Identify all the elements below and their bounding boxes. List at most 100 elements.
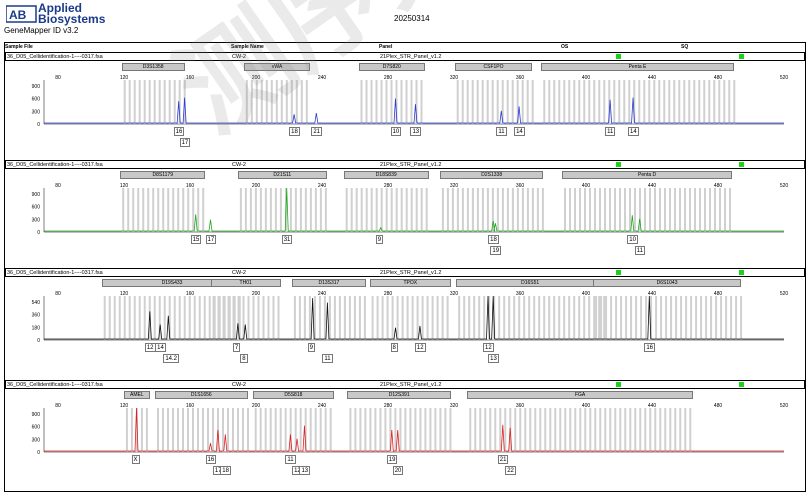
marker-d2s1338[interactable]: D2S1338 <box>439 171 544 179</box>
allele-label[interactable]: 9 <box>375 235 384 244</box>
allele-label[interactable]: 14.2 <box>163 354 179 363</box>
allele-label[interactable]: 17 <box>205 235 217 244</box>
marker-d16s51[interactable]: D16S51 <box>456 279 605 287</box>
allele-bin <box>614 188 616 232</box>
allele-label[interactable]: 8 <box>240 354 248 363</box>
allele-bin <box>207 408 209 452</box>
allele-label[interactable]: 18 <box>488 235 499 244</box>
marker-d21s11[interactable]: D21S11 <box>237 171 327 179</box>
marker-tpox[interactable]: TPOX <box>369 279 451 287</box>
marker-d18s839[interactable]: D18S839 <box>343 171 429 179</box>
allele-label[interactable]: 7 <box>232 343 241 352</box>
allele-label[interactable]: 8 <box>390 343 398 352</box>
allele-bin <box>688 80 691 124</box>
marker-d1s1656[interactable]: D1S1656 <box>155 391 248 399</box>
marker-penta d[interactable]: Penta D <box>562 171 733 179</box>
allele-bin <box>629 188 631 232</box>
allele-bin <box>669 408 672 452</box>
allele-bin <box>338 296 341 340</box>
applied-biosystems-logo-icon: AB <box>6 5 37 23</box>
allele-label[interactable]: 11 <box>285 455 296 464</box>
marker-penta e[interactable]: Penta E <box>541 63 734 71</box>
x-tick-label: 120 <box>120 291 129 297</box>
allele-bin <box>138 80 141 124</box>
allele-bin <box>563 296 566 340</box>
allele-bin <box>305 80 308 124</box>
allele-label[interactable]: 21 <box>497 455 509 464</box>
allele-label[interactable]: X <box>131 455 140 464</box>
allele-label[interactable]: 18 <box>289 127 300 136</box>
allele-bin <box>543 80 546 124</box>
allele-bin <box>476 188 479 232</box>
marker-d12s391[interactable]: D12S391 <box>347 391 451 399</box>
allele-bin <box>152 188 155 232</box>
allele-label[interactable]: 10 <box>627 235 638 244</box>
allele-label[interactable]: 16 <box>173 127 185 136</box>
allele-label[interactable]: 11 <box>605 127 616 136</box>
x-tick-label: 480 <box>714 183 723 189</box>
marker-th01[interactable]: TH01 <box>210 279 281 287</box>
allele-bin <box>182 188 185 232</box>
allele-bin <box>456 188 459 232</box>
allele-label[interactable]: 9 <box>307 343 315 352</box>
allele-label[interactable]: 11 <box>634 246 645 255</box>
allele-label[interactable]: 13 <box>410 127 422 136</box>
marker-d5s818[interactable]: D5S818 <box>252 391 335 399</box>
allele-label[interactable]: 21 <box>311 127 322 136</box>
marker-fga[interactable]: FGA <box>467 391 693 399</box>
allele-bin <box>523 296 526 340</box>
marker-d3s1358[interactable]: D3S1358 <box>121 63 185 71</box>
allele-bin <box>274 408 277 452</box>
allele-label[interactable]: 12 <box>414 343 426 352</box>
allele-label[interactable]: 14 <box>514 127 525 136</box>
allele-label[interactable]: 16 <box>205 455 217 464</box>
marker-d8s1179[interactable]: D8S1179 <box>120 171 206 179</box>
marker-d6s1043[interactable]: D6S1043 <box>593 279 742 287</box>
marker-d7s820[interactable]: D7S820 <box>358 63 426 71</box>
allele-bin <box>660 296 663 340</box>
x-tick-label: 160 <box>186 291 195 297</box>
marker-d13s317[interactable]: D13S317 <box>291 279 366 287</box>
allele-label[interactable]: 18 <box>220 466 231 475</box>
allele-bin <box>594 188 596 232</box>
allele-label[interactable]: 13 <box>299 466 311 475</box>
allele-bin <box>187 408 189 452</box>
allele-bin <box>374 408 377 452</box>
allele-label[interactable]: 31 <box>281 235 293 244</box>
allele-bin <box>579 408 582 452</box>
y-tick-label: 900 <box>32 84 41 90</box>
x-tick-label: 440 <box>648 183 657 189</box>
marker-csf1po[interactable]: CSF1PO <box>454 63 533 71</box>
allele-label[interactable]: 17 <box>179 138 191 147</box>
allele-bin <box>708 80 711 124</box>
allele-label[interactable]: 14 <box>155 343 166 352</box>
allele-label[interactable]: 14 <box>628 127 639 136</box>
allele-label[interactable]: 15 <box>190 235 202 244</box>
allele-label[interactable]: 12 <box>144 343 156 352</box>
allele-label[interactable]: 19 <box>386 455 398 464</box>
allele-bin <box>125 408 128 452</box>
allele-label[interactable]: 13 <box>488 354 499 363</box>
allele-bin <box>173 80 176 124</box>
allele-label[interactable]: 11 <box>322 354 333 363</box>
allele-bin <box>308 296 311 340</box>
marker-vwa[interactable]: vWA <box>243 63 311 71</box>
allele-label[interactable]: 11 <box>496 127 507 136</box>
allele-label[interactable]: 16 <box>644 343 655 352</box>
allele-label[interactable]: 22 <box>505 466 516 475</box>
marker-amel[interactable]: AMEL <box>123 391 150 399</box>
allele-label[interactable]: 19 <box>490 246 502 255</box>
allele-label[interactable]: 10 <box>390 127 402 136</box>
allele-bin <box>254 408 257 452</box>
allele-bin <box>589 188 591 232</box>
allele-bin <box>494 408 497 452</box>
allele-bin <box>309 188 312 232</box>
allele-label[interactable]: 12 <box>483 343 494 352</box>
col-sample-file: Sample File <box>5 44 33 50</box>
allele-label[interactable]: 20 <box>392 466 404 475</box>
allele-bin <box>303 296 306 340</box>
